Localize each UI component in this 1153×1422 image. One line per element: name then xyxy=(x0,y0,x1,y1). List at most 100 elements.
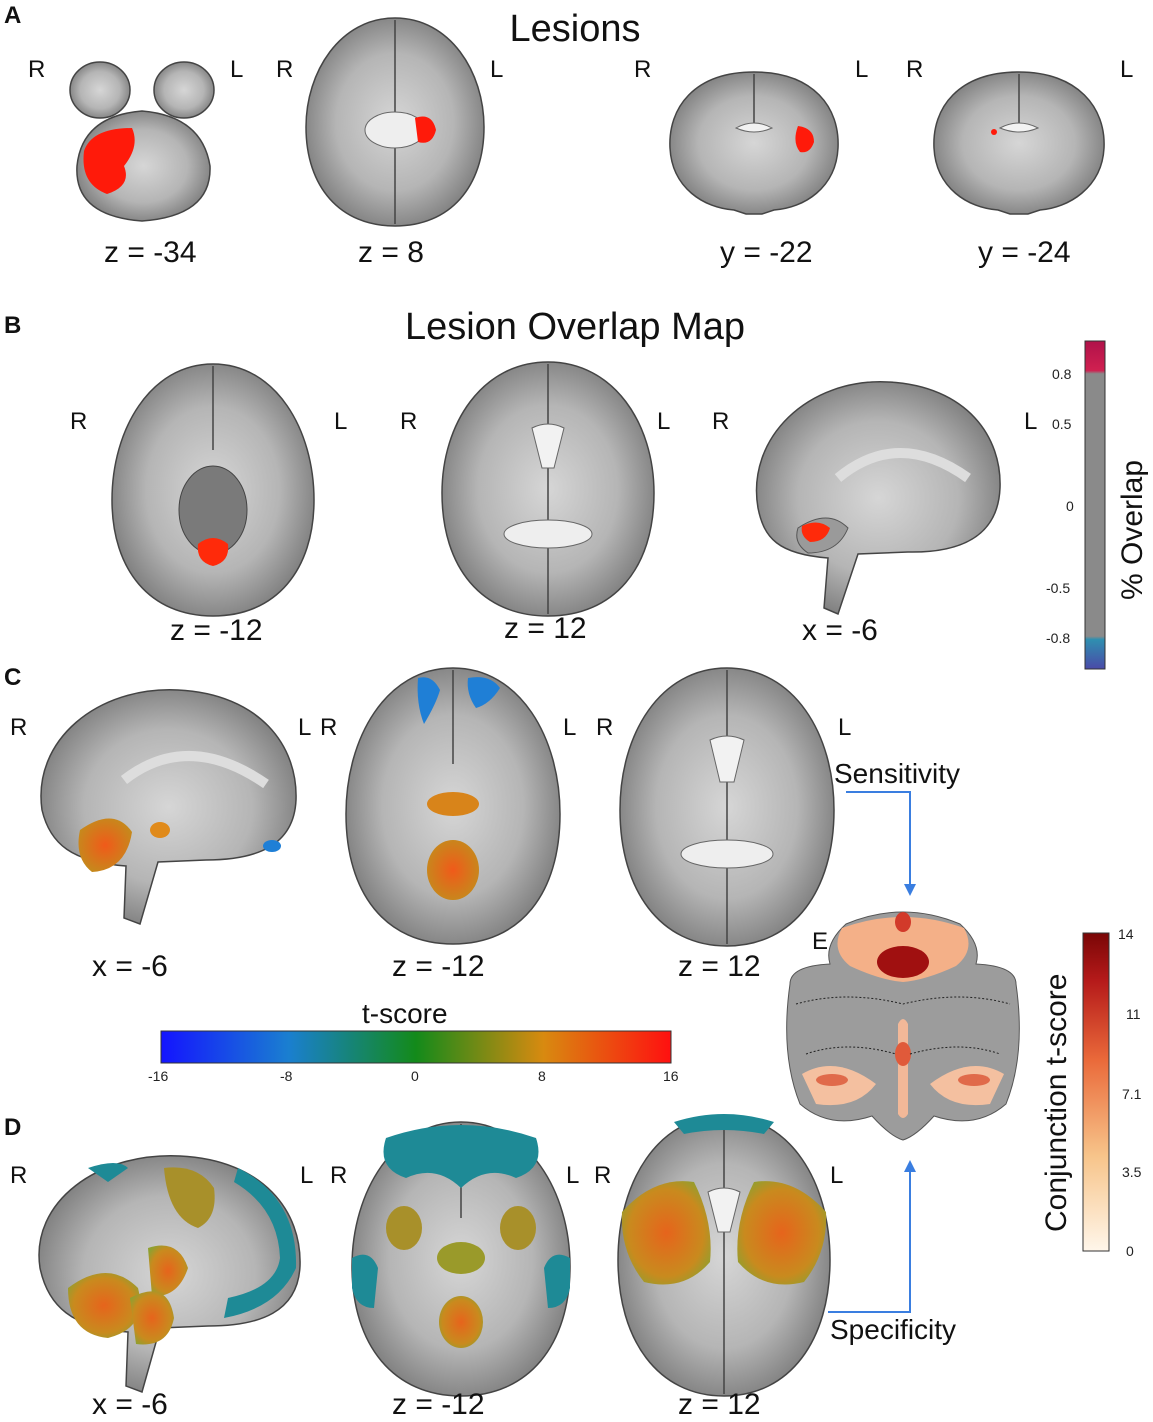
coord-label: z = -12 xyxy=(170,614,263,647)
brain-slice-coronal-y-22 xyxy=(669,71,839,215)
orient-right: R xyxy=(634,56,652,83)
brain-slice-sagittal-x-6 xyxy=(38,1155,301,1393)
orient-left: L xyxy=(230,56,244,83)
lesion-blob xyxy=(801,522,830,542)
activation-region xyxy=(68,1273,140,1338)
brain-slice-sagittal-x-6 xyxy=(755,381,1001,616)
activation-region xyxy=(164,1167,215,1228)
brain-slice-axial-z-12 xyxy=(111,363,315,617)
brain-slice-axial-z12 xyxy=(617,1114,831,1397)
tscore-label: t-score xyxy=(362,998,448,1029)
activation-region xyxy=(130,1291,174,1345)
overlap-colorbar-label: % Overlap xyxy=(1116,459,1149,600)
activation-blob xyxy=(150,822,170,838)
activation-blob xyxy=(78,818,132,872)
activation-blob xyxy=(263,840,281,852)
brain-slice-axial-z-12 xyxy=(345,667,561,945)
tscore-tick: -16 xyxy=(148,1068,169,1084)
panel-a-title: Lesions xyxy=(509,8,641,50)
brain-slice-axial-z-34 xyxy=(69,61,215,222)
orient-left: L xyxy=(300,1162,314,1189)
tscore-tick: -8 xyxy=(280,1068,293,1084)
arrow-connectors xyxy=(828,791,916,1313)
brain-slice-axial-z8 xyxy=(305,17,485,227)
lesion-blob xyxy=(415,116,436,143)
coord-label: z = 8 xyxy=(358,236,424,269)
activation-region xyxy=(737,1181,827,1285)
coord-label: x = -6 xyxy=(802,614,878,647)
panel-letter-d: D xyxy=(4,1114,22,1141)
panel-b-title: Lesion Overlap Map xyxy=(404,306,746,348)
orient-left: L xyxy=(1024,408,1038,435)
overlap-colorbar xyxy=(1084,340,1106,670)
orient-left: L xyxy=(298,714,312,741)
orient-right: R xyxy=(320,714,338,741)
orient-right: R xyxy=(712,408,730,435)
conjunction-colorbar-label: Conjunction t-score xyxy=(1040,973,1073,1232)
activation-region xyxy=(500,1206,536,1250)
orient-right: R xyxy=(10,1162,28,1189)
orient-right: R xyxy=(276,56,294,83)
orient-right: R xyxy=(28,56,46,83)
coord-label: z = -34 xyxy=(104,236,197,269)
activation-region xyxy=(895,1042,911,1066)
brain-slice-axial-z-12 xyxy=(351,1121,571,1397)
brain-slice-axial-z12 xyxy=(441,361,655,617)
activation-region xyxy=(895,912,911,932)
panel-letter-c: C xyxy=(4,664,22,691)
lesion-blob xyxy=(197,538,229,566)
lesion-blob xyxy=(795,126,814,153)
coord-label: z = -12 xyxy=(392,950,485,983)
orient-right: R xyxy=(594,1162,612,1189)
activation-region xyxy=(898,1019,908,1118)
orient-left: L xyxy=(334,408,348,435)
colorbar-tick: 0 xyxy=(1066,498,1074,514)
brain-slice-sagittal-x-6 xyxy=(40,689,297,925)
specificity-label: Specificity xyxy=(830,1314,957,1345)
orient-left: L xyxy=(838,714,852,741)
brain-slice-coronal-y-24 xyxy=(933,71,1105,215)
coord-label: y = -22 xyxy=(720,236,813,269)
activation-region xyxy=(544,1254,570,1308)
activation-region xyxy=(148,1245,188,1297)
orient-left: L xyxy=(657,408,671,435)
brain-slice-axial-z12 xyxy=(619,667,835,947)
activation-blob xyxy=(467,677,500,708)
coord-label: z = -12 xyxy=(392,1388,485,1421)
orient-right: R xyxy=(330,1162,348,1189)
activation-blob xyxy=(417,677,440,724)
activation-region xyxy=(816,1074,848,1086)
activation-region xyxy=(352,1254,378,1308)
orient-right: R xyxy=(10,714,28,741)
orient-left: L xyxy=(490,56,504,83)
coord-label: z = 12 xyxy=(678,950,761,983)
tscore-tick: 8 xyxy=(538,1068,546,1084)
panel-letter-b: B xyxy=(4,312,22,339)
conjunction-colorbar xyxy=(1082,932,1110,1252)
coord-label: z = 12 xyxy=(678,1388,761,1421)
orient-left: L xyxy=(563,714,577,741)
activation-region xyxy=(437,1242,485,1274)
activation-blob xyxy=(427,792,479,816)
orient-left: L xyxy=(855,56,869,83)
coord-label: z = 12 xyxy=(504,612,587,645)
colorbar-tick: 3.5 xyxy=(1122,1164,1142,1180)
coord-label: x = -6 xyxy=(92,950,168,983)
orient-right: R xyxy=(70,408,88,435)
colorbar-tick: -0.8 xyxy=(1046,630,1071,646)
lesion-blob xyxy=(991,129,997,135)
activation-blob xyxy=(427,840,479,900)
colorbar-tick: 14 xyxy=(1118,926,1134,942)
activation-region xyxy=(877,946,929,978)
tscore-tick: 16 xyxy=(663,1068,679,1084)
colorbar-tick: 0 xyxy=(1126,1243,1134,1259)
coord-label: x = -6 xyxy=(92,1388,168,1421)
activation-region xyxy=(224,1168,297,1318)
lesion-blob xyxy=(83,128,135,194)
activation-region xyxy=(930,1066,1004,1106)
activation-region xyxy=(958,1074,990,1086)
orient-left: L xyxy=(830,1162,844,1189)
coord-label: y = -24 xyxy=(978,236,1071,269)
colorbar-tick: 7.1 xyxy=(1122,1086,1142,1102)
activation-region xyxy=(621,1181,711,1285)
